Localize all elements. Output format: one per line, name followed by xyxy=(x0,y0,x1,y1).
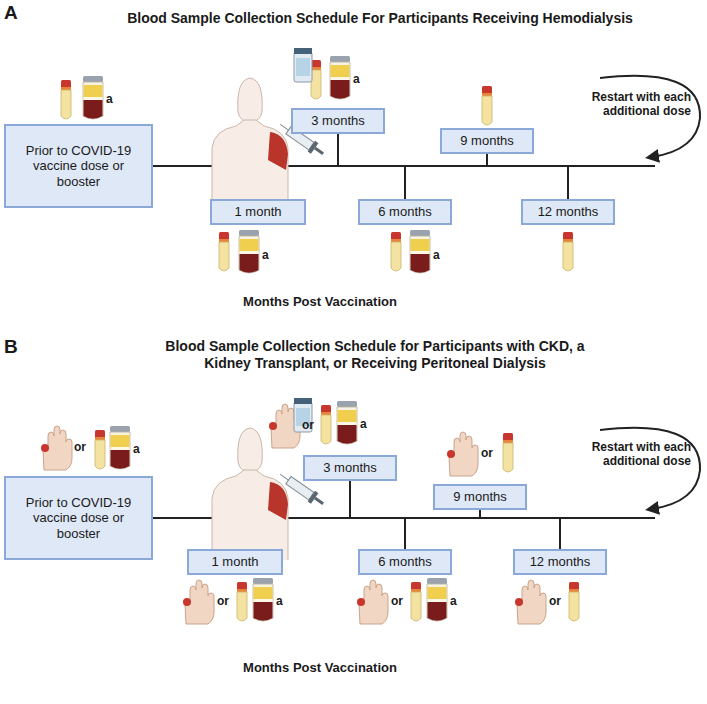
restart-note: Restart with each additional dose xyxy=(563,440,691,469)
box-text: 12 months xyxy=(524,552,597,572)
or-label: or xyxy=(74,440,92,454)
timepoint-box: 3 months xyxy=(303,455,397,481)
timepoint-box: 9 months xyxy=(440,128,534,154)
timepoint-box: 12 months xyxy=(521,199,615,225)
or-label: or xyxy=(391,594,409,608)
footnote-mark: a xyxy=(360,417,372,431)
box-text: Prior to COVID-19 vaccine dose or booste… xyxy=(6,141,151,192)
footnote-mark: a xyxy=(262,248,274,262)
timepoint-box: Prior to COVID-19 vaccine dose or booste… xyxy=(4,124,153,208)
panel-letter: A xyxy=(4,2,24,25)
box-text: 12 months xyxy=(532,202,605,222)
timepoint-box: 6 months xyxy=(358,549,452,575)
timepoint-box: 3 months xyxy=(291,108,385,134)
footnote-mark: a xyxy=(433,248,445,262)
box-text: 6 months xyxy=(372,202,437,222)
timepoint-box: Prior to COVID-19 vaccine dose or booste… xyxy=(4,476,153,560)
axis-title: Months Post Vaccination xyxy=(190,660,450,676)
timepoint-box: 1 month xyxy=(210,199,306,225)
restart-note: Restart with each additional dose xyxy=(563,90,691,119)
box-text: Prior to COVID-19 vaccine dose or booste… xyxy=(6,493,151,544)
box-text: 3 months xyxy=(305,111,370,131)
or-label: or xyxy=(302,418,320,432)
timepoint-box: 6 months xyxy=(358,199,452,225)
or-label: or xyxy=(217,594,235,608)
box-text: 6 months xyxy=(372,552,437,572)
or-label: or xyxy=(481,446,499,460)
box-text: 9 months xyxy=(454,131,519,151)
panel-title: Blood Sample Collection Schedule for Par… xyxy=(150,338,600,372)
footnote-mark: a xyxy=(450,594,462,608)
footnote-mark: a xyxy=(133,442,145,456)
timepoint-box: 1 month xyxy=(187,549,283,575)
timepoint-box: 12 months xyxy=(513,549,607,575)
box-text: 9 months xyxy=(447,487,512,507)
or-label: or xyxy=(549,594,567,608)
box-text: 1 month xyxy=(206,552,265,572)
footnote-mark: a xyxy=(353,72,365,86)
timepoint-box: 9 months xyxy=(433,484,527,510)
panel-letter: B xyxy=(4,336,24,359)
footnote-mark: a xyxy=(276,594,288,608)
box-text: 1 month xyxy=(229,202,288,222)
footnote-mark: a xyxy=(106,92,118,106)
box-text: 3 months xyxy=(317,458,382,478)
panel-title: Blood Sample Collection Schedule For Par… xyxy=(75,10,685,27)
axis-title: Months Post Vaccination xyxy=(190,294,450,310)
